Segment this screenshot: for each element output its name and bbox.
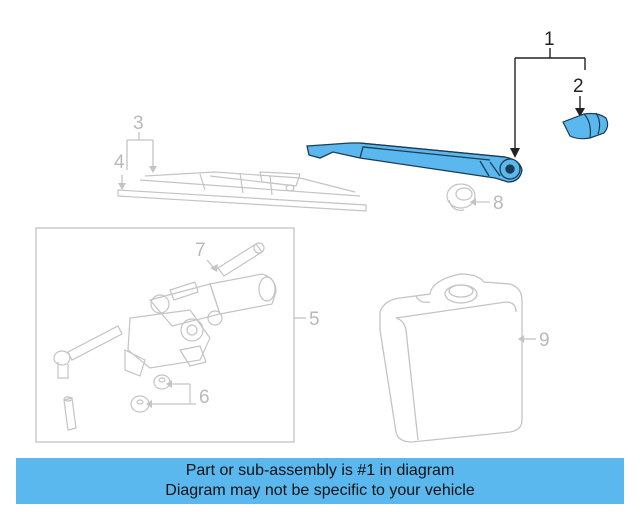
callout-7-leader xyxy=(206,259,218,272)
motor-assembly-box xyxy=(35,227,295,443)
callout-6: 6 xyxy=(199,387,210,408)
part-1-wiper-arm xyxy=(306,142,523,183)
banner-line-1: Part or sub-assembly is #1 in diagram xyxy=(185,462,455,479)
banner-line-2: Diagram may not be specific to your vehi… xyxy=(165,482,475,499)
part-3-wiper-blade xyxy=(117,171,367,212)
callout-5: 5 xyxy=(309,309,320,330)
callout-2: 2 xyxy=(573,76,584,97)
callout-1-leader xyxy=(510,48,586,158)
callout-3: 3 xyxy=(133,113,144,134)
callout-7: 7 xyxy=(195,240,206,261)
callout-9: 9 xyxy=(539,330,550,351)
parts-diagram: 1 2 xyxy=(35,29,609,443)
part-2-cap xyxy=(562,112,609,140)
part-8-grommet xyxy=(446,183,490,211)
callout-3-4-leader xyxy=(118,132,157,190)
part-9-washer-reservoir xyxy=(379,273,536,443)
callout-2-leader xyxy=(575,96,585,117)
callout-8: 8 xyxy=(493,193,504,214)
part-6-bushings xyxy=(130,374,196,413)
part-5-wiper-motor xyxy=(53,273,277,431)
part-7-pin xyxy=(217,242,265,277)
callout-1: 1 xyxy=(544,29,555,50)
info-banner: Part or sub-assembly is #1 in diagram Di… xyxy=(16,458,624,504)
callout-4: 4 xyxy=(114,152,125,173)
